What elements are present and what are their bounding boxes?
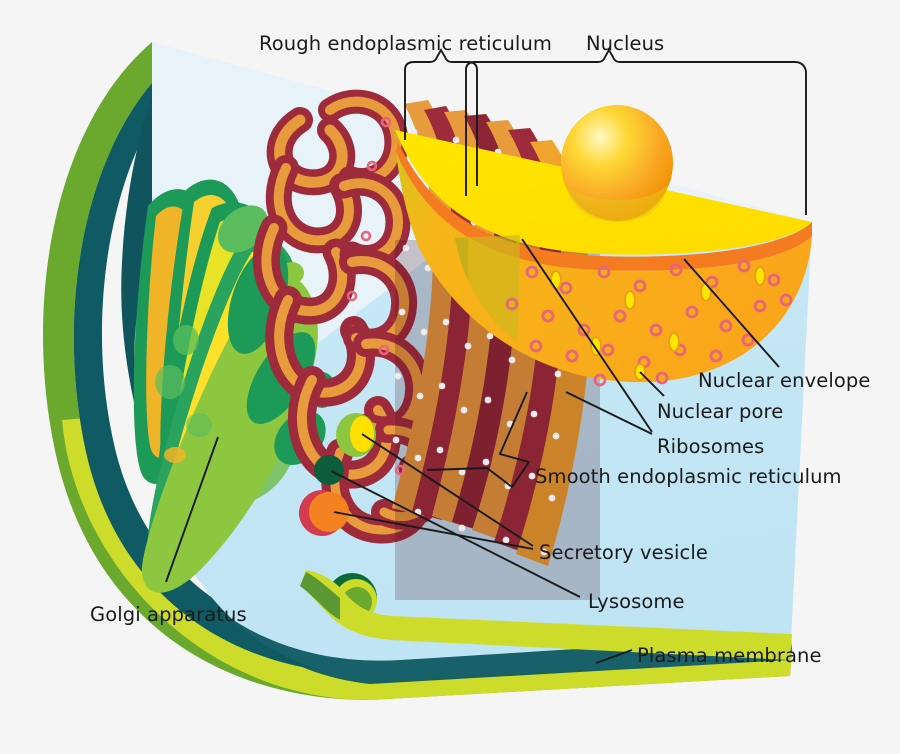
leader-plasma-membrane (595, 649, 633, 664)
label-plasma-membrane: Plasma membrane (637, 644, 822, 667)
label-lysosome: Lysosome (588, 590, 685, 613)
leader-nuclear-pore (639, 371, 665, 397)
label-smooth-er: Smooth endoplasmic reticulum (535, 465, 842, 488)
leader-golgi (165, 436, 219, 583)
label-rough-er: Rough endoplasmic reticulum (259, 32, 553, 55)
cytoplasm-top-plane (152, 42, 812, 470)
label-nuclear-envelope: Nuclear envelope (698, 369, 871, 392)
nuclear-pores (505, 259, 793, 387)
nucleus-shape (395, 105, 812, 387)
label-golgi-apparatus: Golgi apparatus (90, 603, 247, 626)
nucleolus (561, 105, 673, 221)
label-ribosomes: Ribosomes (657, 435, 765, 458)
golgi-vesicle-7 (173, 325, 199, 355)
secretory-vesicle-core (309, 492, 349, 532)
bracket-nucleus (465, 48, 807, 215)
leader-ribosomes-b (565, 391, 653, 435)
leader-secretory-a (333, 511, 534, 550)
label-nuclear-pore: Nuclear pore (657, 400, 784, 423)
membrane-outer-upper (43, 42, 793, 700)
label-nucleus: Nucleus (586, 32, 665, 55)
leader-smooth-er-b (498, 391, 530, 463)
leader-lysosome (330, 470, 581, 598)
golgi-vesicle-9 (186, 413, 212, 437)
nucleolus-shadow (566, 184, 668, 222)
golgi-vesicle-8 (155, 365, 185, 399)
golgi-apparatus-shape (133, 179, 336, 593)
leader-lines (165, 48, 807, 664)
leader-nuclear-envelope (683, 258, 780, 368)
membrane-bud-shadow (300, 572, 340, 620)
leader-smooth-er-a (426, 461, 530, 489)
leader-secretory-b (361, 433, 534, 547)
plasma-membrane-shape (43, 42, 793, 700)
golgi-vesicle-10 (164, 447, 186, 463)
label-secretory-vesicle: Secretory vesicle (539, 541, 708, 564)
membrane-outer-lower (62, 418, 792, 700)
leader-ribosomes-a (521, 238, 653, 433)
lysosome-vesicle (314, 455, 344, 485)
membrane-bud-overlay (300, 570, 792, 660)
